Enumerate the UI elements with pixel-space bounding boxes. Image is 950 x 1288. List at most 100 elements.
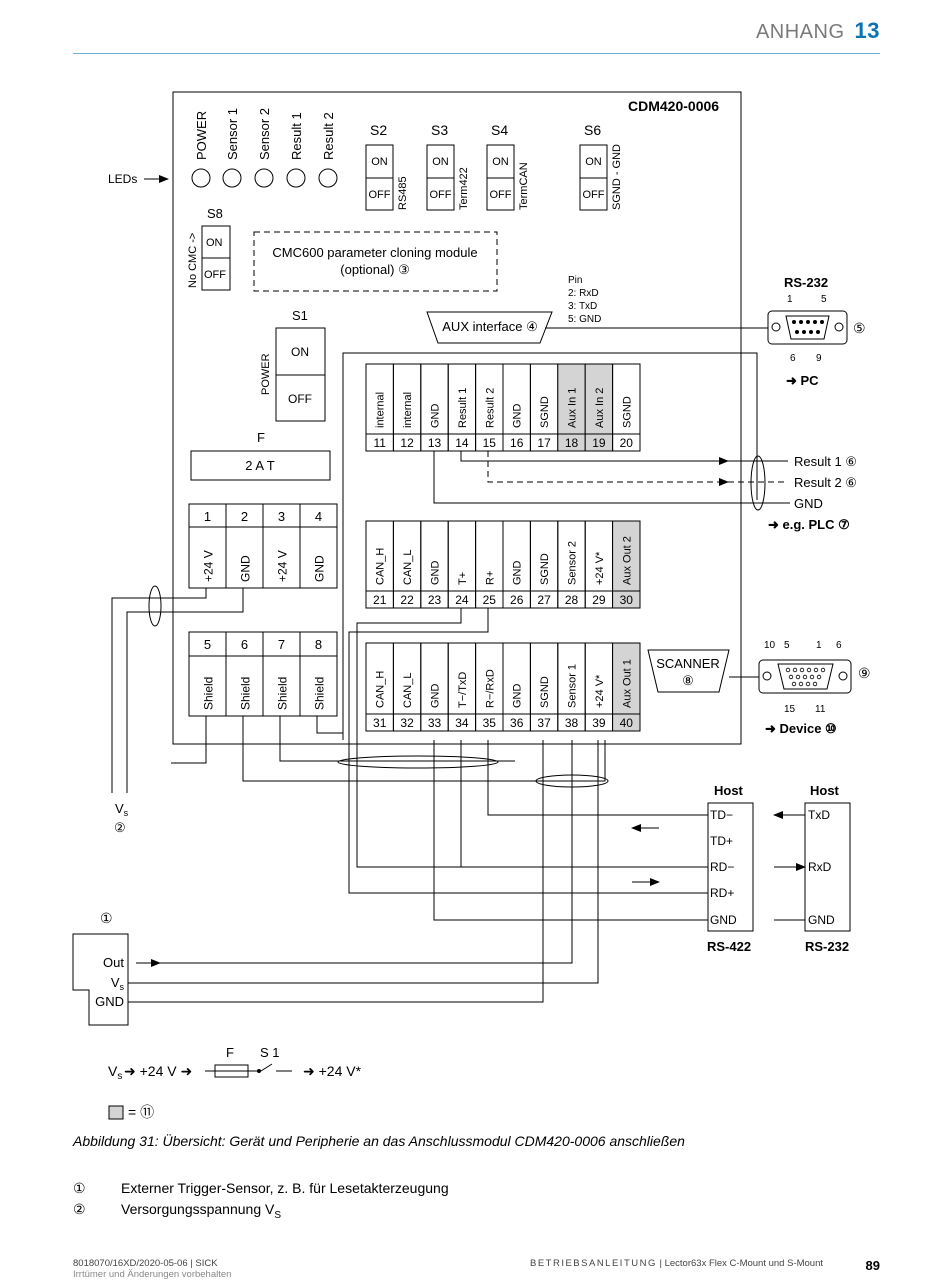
terminal-label: internal [402,392,414,428]
terminal-number: 4 [315,509,322,524]
terminal-label: GND [430,561,442,586]
led-indicator [254,168,274,188]
legend-shade-box [108,1105,124,1120]
host422-pin: RD− [710,860,734,874]
s1-on: ON [291,345,309,359]
terminal-label: +24 V [276,550,290,582]
terminal-number: 38 [565,716,579,730]
module-box [172,91,742,745]
terminal-label: internal [375,392,387,428]
rs232-marker: ⑤ [853,320,866,336]
cmc-line2: (optional) ③ [340,262,409,277]
switch-id: S4 [491,122,508,138]
host232-title: Host [810,783,840,798]
terminal-number-cell [612,590,641,609]
switch-on: ON [371,156,388,168]
terminal-label: GND [313,555,327,582]
switch-id: S6 [584,122,601,138]
terminal-label: Shield [202,677,216,710]
terminal-number: 21 [373,593,387,607]
terminal-label: CAN_H [375,548,387,585]
terminal-label: Sensor 1 [567,664,579,708]
terminal-label: Result 2 [484,388,496,428]
s1-label: S1 [292,308,308,323]
terminal-label: +24 V [202,550,216,582]
terminal-number: 24 [455,593,469,607]
aux-label: AUX interface ④ [442,319,537,334]
terminal-number: 13 [428,436,442,450]
s8-side-label: No CMC -> [187,233,199,288]
host232-pin: TxD [808,808,830,822]
output-result2: Result 2 ⑥ [794,475,857,490]
trigger-out: Out [103,955,124,970]
terminal-label: +24 V* [594,674,606,708]
led-indicator [318,168,338,188]
terminal-label: Aux In 1 [567,388,579,428]
terminal-number: 26 [510,593,524,607]
terminal-label: +24 V* [594,551,606,585]
terminal-number: 29 [592,593,606,607]
terminal-label: R+ [484,571,496,585]
terminal-label: GND [512,561,524,586]
output-gnd: GND [794,496,823,511]
terminal-number: 12 [400,436,414,450]
s8-label: S8 [207,206,223,221]
terminal-label: CAN_L [402,550,414,585]
terminal-label: GND [512,684,524,709]
scanner-pin-5: 5 [784,640,790,651]
terminal-label: Aux Out 2 [621,536,633,585]
scanner-pin-1: 1 [816,640,822,651]
terminal-label: Sensor 2 [567,541,579,585]
terminal-number: 22 [400,593,414,607]
formula-a: ➜ +24 V ➜ [124,1063,192,1079]
chapter-number: 13 [854,18,880,43]
terminal-label: Shield [239,677,253,710]
terminal-number: 30 [620,593,634,607]
switch-id: S3 [431,122,448,138]
terminal-number: 14 [455,436,469,450]
switch-off: OFF [430,189,452,201]
terminal-label: GND [239,555,253,582]
host232-pin: GND [808,913,835,927]
switch-off: OFF [369,189,391,201]
host422-title: Host [714,783,744,798]
s1-off: OFF [288,392,312,406]
switch-function: Term422 [458,167,470,210]
terminal-number: 31 [373,716,387,730]
aux-pin-3: 5: GND [568,314,601,325]
rs232-pin-1: 1 [787,294,793,305]
scanner-box [647,649,730,693]
rs232-pin-6: 6 [790,353,796,364]
scanner-pin-11: 11 [815,704,826,715]
led-indicator [286,168,306,188]
terminal-label: T+ [457,572,469,585]
terminal-label: Aux Out 1 [621,659,633,708]
rs232-pin-5: 5 [821,294,827,305]
terminal-label: Shield [276,677,290,710]
led-label: Result 1 [289,112,304,160]
switch-function: TermCAN [518,162,530,210]
terminal-cell [299,503,338,589]
leds-label: LEDs [108,172,137,186]
switch-on: ON [432,156,449,168]
rs232-pin-9: 9 [816,353,822,364]
led-label: Sensor 2 [257,108,272,160]
terminal-number: 33 [428,716,442,730]
scanner-label: SCANNER [656,656,720,671]
rs232-target: ➜ PC [786,373,819,388]
aux-pin-1: 2: RxD [568,288,599,299]
terminal-label: GND [512,404,524,429]
aux-pin-2: 3: TxD [568,301,597,312]
terminal-number: 34 [455,716,469,730]
terminal-label: GND [430,684,442,709]
terminal-label: SGND [621,396,633,428]
module-name: CDM420-0006 [628,98,719,114]
section-title: ANHANG [755,21,845,43]
legend-shade-text: = ⑪ [128,1104,154,1120]
aux-interface-box [426,311,553,344]
switch-off: OFF [490,189,512,201]
trigger-vs: Vs [111,975,125,992]
host-rs422-box [707,802,754,932]
